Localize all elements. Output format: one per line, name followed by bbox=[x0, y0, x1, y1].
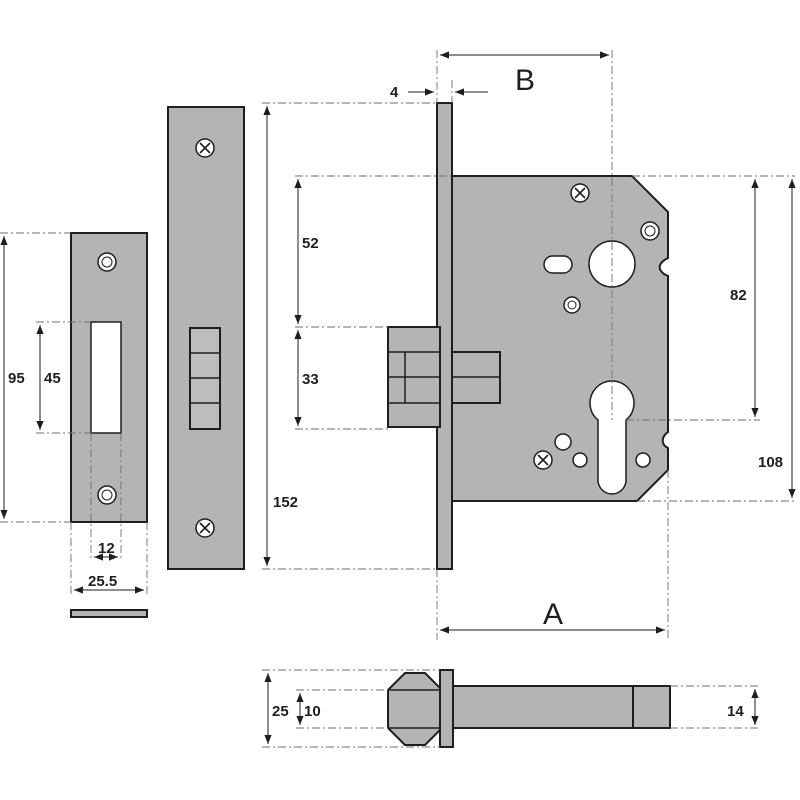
lock-case bbox=[387, 102, 669, 570]
label-33: 33 bbox=[302, 371, 319, 388]
label-b: B bbox=[515, 64, 535, 97]
case-screw-bottom-icon bbox=[533, 450, 553, 470]
case-slot bbox=[543, 255, 573, 274]
strike-screw-hole-bottom bbox=[97, 485, 117, 505]
case-hole-corner bbox=[640, 221, 660, 241]
latch-slot bbox=[90, 321, 122, 434]
striking-plate-edge-view bbox=[70, 609, 148, 618]
cylinder-cam bbox=[632, 685, 671, 729]
forend-screw-bottom-icon bbox=[195, 518, 215, 538]
label-95: 95 bbox=[8, 370, 25, 387]
case-hole-small bbox=[563, 296, 581, 314]
case-screw-top-icon bbox=[570, 183, 590, 203]
cylinder-collar bbox=[439, 669, 454, 748]
case-hole-right bbox=[635, 452, 651, 468]
label-45: 45 bbox=[44, 370, 61, 387]
label-a: A bbox=[543, 598, 563, 631]
cylinder-head bbox=[387, 672, 443, 746]
strike-screw-hole-top bbox=[97, 252, 117, 272]
label-12: 12 bbox=[98, 540, 115, 557]
forend-screw-top-icon bbox=[195, 138, 215, 158]
label-152: 152 bbox=[273, 494, 298, 511]
cylinder-side-view bbox=[387, 669, 671, 748]
striking-plate bbox=[70, 232, 148, 523]
cylinder-dimensions bbox=[262, 669, 760, 748]
label-52: 52 bbox=[302, 235, 319, 252]
label-25: 25 bbox=[272, 703, 289, 720]
lock-case-dimensions bbox=[262, 50, 796, 640]
label-108: 108 bbox=[758, 454, 783, 471]
label-14: 14 bbox=[727, 703, 744, 720]
label-25-5: 25.5 bbox=[88, 573, 117, 590]
case-hole-left-a bbox=[554, 433, 572, 451]
striking-plate-dimensions bbox=[0, 232, 148, 595]
label-4: 4 bbox=[390, 84, 399, 101]
forend-plate bbox=[167, 106, 245, 570]
case-hole-left-b bbox=[572, 452, 588, 468]
label-10: 10 bbox=[304, 703, 321, 720]
label-82: 82 bbox=[730, 287, 747, 304]
euro-cylinder-cutout bbox=[589, 380, 635, 495]
